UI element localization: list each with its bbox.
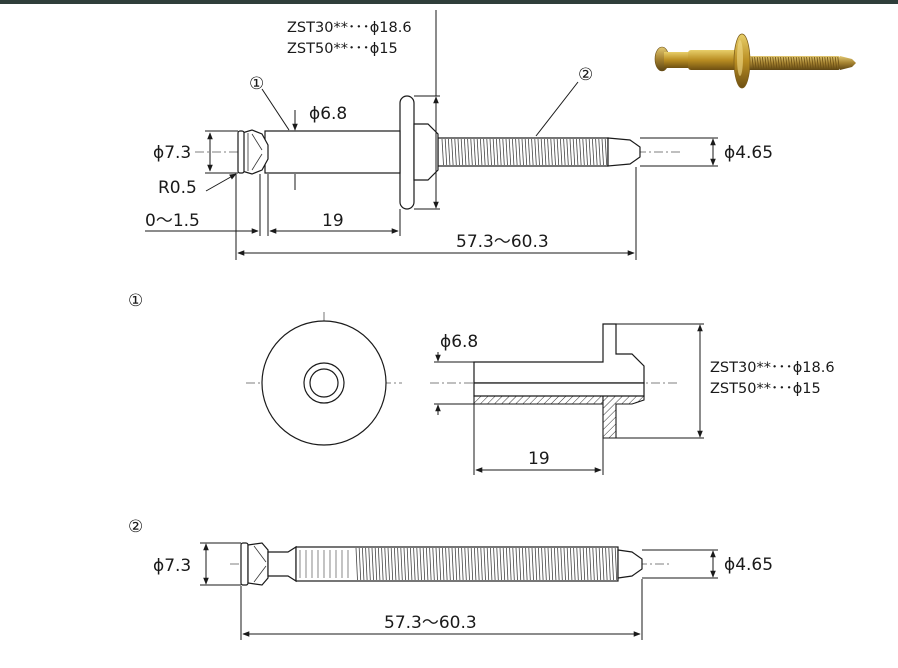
assembly-gap: 0～1.5 [145,211,200,231]
part1-zst50-label: ZST50**･･･ [710,381,793,397]
part2-dia-tip: ϕ4.65 [724,555,773,575]
assembly-callout-1: ① [249,74,264,94]
part1-length: 19 [528,449,550,469]
assembly-total-length: 57.3～60.3 [456,232,549,252]
part1-zst30-dia: ϕ18.6 [793,360,835,376]
assembly-radius: R0.5 [158,178,197,198]
assembly-view: ZST30**･･･ϕ18.6 ZST50**･･･ϕ15 ① ② ϕ6.8 ϕ… [145,10,773,260]
assembly-thread-lines [441,138,608,166]
part1-zst50-dia: ϕ15 [793,381,821,397]
assembly-zst50-dia: ϕ15 [370,41,398,57]
part2-thread-lines [299,547,618,581]
assembly-zst50-label: ZST50**･･･ [287,41,370,57]
assembly-sleeve-length: 19 [322,211,344,231]
part1-zst30-label: ZST30**･･･ [710,360,793,376]
assembly-dia-head: ϕ7.3 [153,143,191,163]
svg-text:ZST50**･･･ϕ15: ZST50**･･･ϕ15 [287,41,398,57]
svg-text:ZST50**･･･ϕ15: ZST50**･･･ϕ15 [710,381,821,397]
assembly-zst30-dia: ϕ18.6 [370,20,412,36]
part1-dia-sleeve: ϕ6.8 [440,332,478,352]
assembly-callout-2: ② [578,65,593,85]
top-bar [0,0,898,4]
part1-view: ① ϕ6.8 ZST30**･･･ϕ18.6 ZST50**･･･ϕ15 19 [128,291,835,475]
assembly-dia-sleeve: ϕ6.8 [309,104,347,124]
svg-text:ZST30**･･･ϕ18.6: ZST30**･･･ϕ18.6 [710,360,835,376]
part1-label: ① [128,291,143,311]
part2-view: ② ϕ7.3 ϕ4.65 57.3～60.3 [128,517,773,640]
part2-dia-head: ϕ7.3 [153,556,191,576]
assembly-dia-tip: ϕ4.65 [724,143,773,163]
part2-label: ② [128,517,143,537]
rivet-photo [654,33,856,89]
part2-total-length: 57.3～60.3 [384,613,477,633]
svg-text:ZST30**･･･ϕ18.6: ZST30**･･･ϕ18.6 [287,20,412,36]
assembly-zst30-label: ZST30**･･･ [287,20,370,36]
